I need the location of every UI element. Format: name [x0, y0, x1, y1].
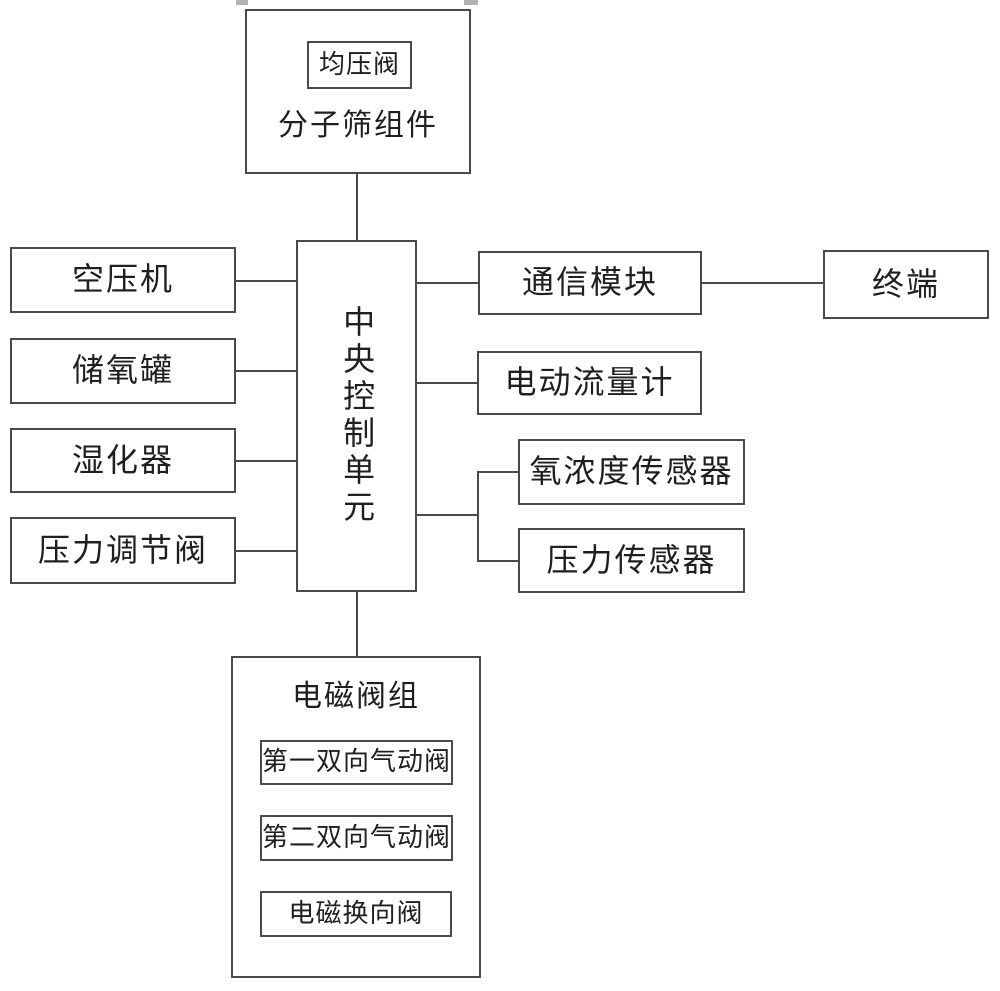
node-central-control-unit-label: 中央控制单元 — [338, 305, 377, 527]
edge-comm-module-to-terminal — [702, 282, 823, 284]
node-terminal: 终端 — [823, 250, 989, 319]
node-communication-module: 通信模块 — [478, 251, 702, 315]
edge-sensors-branch — [477, 471, 479, 562]
edge-sieve-to-ccu — [356, 174, 358, 240]
node-humidifier: 湿化器 — [10, 428, 236, 493]
scan-artifact-left — [236, 0, 248, 5]
node-pressure-sensor: 压力传感器 — [518, 528, 745, 593]
node-molecular-sieve-assembly: 均压阀 分子筛组件 — [245, 9, 471, 174]
node-second-bidirectional-pneumatic-valve: 第二双向气动阀 — [260, 815, 453, 861]
node-solenoid-valve-group-label: 电磁阀组 — [292, 679, 420, 714]
node-electric-flow-meter: 电动流量计 — [477, 351, 702, 415]
edge-branch-to-o2-sensor — [477, 471, 518, 473]
node-pressure-regulating-valve: 压力调节阀 — [10, 517, 236, 584]
node-solenoid-valve-group: 电磁阀组 第一双向气动阀 第二双向气动阀 电磁换向阀 — [231, 656, 481, 978]
edge-oxygen-tank-to-ccu — [236, 370, 296, 372]
node-first-bidirectional-pneumatic-valve: 第一双向气动阀 — [260, 740, 453, 785]
edge-ccu-to-valve-group — [356, 592, 358, 656]
edge-humidifier-to-ccu — [236, 460, 296, 462]
edge-pressure-reg-valve-to-ccu — [236, 550, 296, 552]
node-molecular-sieve-assembly-label: 分子筛组件 — [278, 108, 438, 143]
node-central-control-unit: 中央控制单元 — [296, 240, 417, 592]
node-electromagnetic-directional-valve: 电磁换向阀 — [260, 891, 452, 937]
node-air-compressor: 空压机 — [10, 247, 236, 313]
scan-artifact-right — [464, 0, 478, 5]
edge-air-compressor-to-ccu — [236, 280, 296, 282]
edge-ccu-to-comm-module — [417, 282, 478, 284]
node-pressure-equalizing-valve: 均压阀 — [307, 41, 412, 89]
edge-ccu-to-sensors-stub — [417, 514, 479, 516]
node-oxygen-storage-tank: 储氧罐 — [10, 338, 236, 404]
node-oxygen-concentration-sensor: 氧浓度传感器 — [518, 439, 745, 505]
edge-ccu-to-flow-meter — [417, 382, 477, 384]
edge-branch-to-pressure-sensor — [477, 560, 518, 562]
